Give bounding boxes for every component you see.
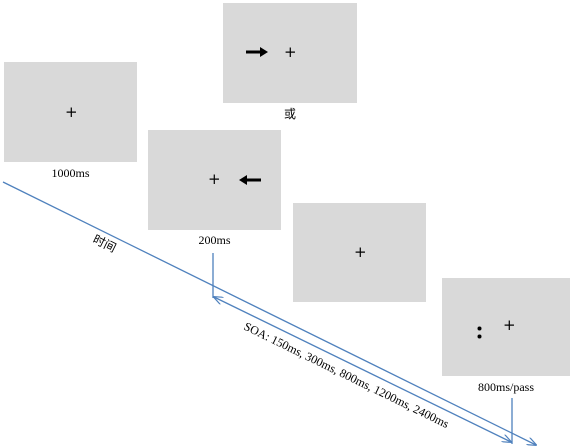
right-arrow-cue-screen: +: [223, 3, 357, 103]
right-arrow-icon: [246, 47, 268, 57]
left-arrow-cue-screen: +: [148, 130, 281, 230]
fixation-cross: +: [208, 170, 221, 188]
time-axis-line: [2, 181, 536, 445]
fixation-screen: +: [4, 62, 137, 162]
cue-duration-label: 200ms: [198, 233, 231, 247]
interval-screen: +: [293, 203, 426, 302]
soa-label: SOA: 150ms, 300ms, 800ms, 1200ms, 2400ms: [242, 319, 452, 431]
fixation-duration-label: 1000ms: [51, 166, 90, 180]
fixation-cross: +: [65, 103, 78, 121]
alternative-label: 或: [283, 107, 296, 121]
soa-interval-arrow: [214, 297, 511, 442]
fixation-cross: +: [284, 43, 297, 61]
fixation-cross: +: [354, 243, 367, 261]
left-arrow-icon: [239, 175, 261, 185]
time-axis-label: 时间: [91, 232, 119, 255]
